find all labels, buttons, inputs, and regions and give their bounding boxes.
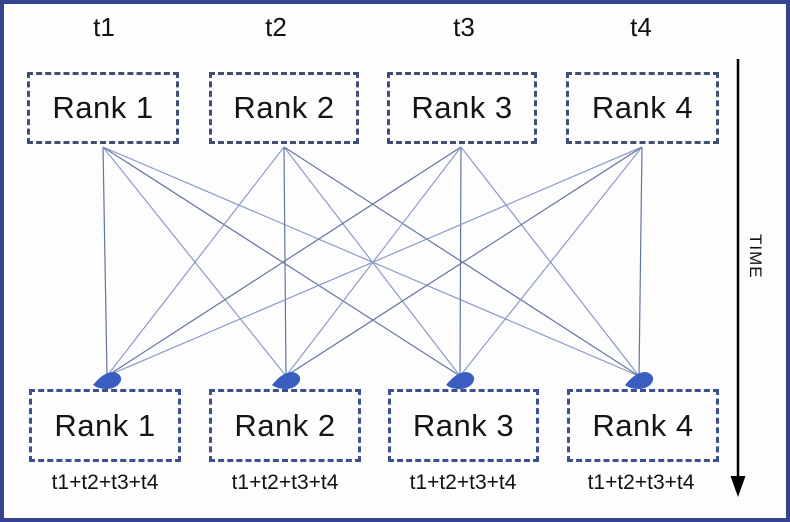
- sum-label: t1+t2+t3+t4: [231, 471, 339, 494]
- rank-box-top: Rank 3: [387, 72, 537, 144]
- edge-line: [102, 146, 108, 377]
- edge-line: [285, 146, 643, 377]
- edge-line: [638, 146, 643, 377]
- edge-line: [102, 146, 640, 377]
- arrowhead-blob-icon: [625, 372, 654, 389]
- edge-line: [283, 146, 640, 377]
- edge-line: [283, 146, 287, 377]
- rank-box-label: Rank 4: [592, 407, 694, 443]
- rank-box-bottom: Rank 3: [388, 389, 539, 462]
- arrowhead-blob-icon: [93, 372, 122, 389]
- edge-line: [102, 146, 287, 377]
- sum-label: t1+t2+t3+t4: [51, 471, 159, 494]
- arrowhead-blob-icon: [272, 372, 301, 389]
- edge-line: [283, 146, 461, 377]
- down-arrow-icon: [730, 476, 746, 497]
- time-step-label: t4: [630, 12, 652, 42]
- edge-line: [106, 146, 462, 377]
- sum-label: t1+t2+t3+t4: [409, 471, 517, 494]
- edge-line: [459, 146, 643, 377]
- rank-box-label: Rank 4: [591, 90, 694, 125]
- rank-box-bottom: Rank 1: [29, 389, 181, 462]
- rank-box-label: Rank 2: [233, 90, 335, 125]
- rank-box-label: Rank 3: [412, 407, 515, 443]
- edge-group: [102, 146, 643, 377]
- time-step-label: t1: [93, 12, 115, 42]
- rank-box-top: Rank 4: [566, 72, 719, 144]
- rank-box-label: Rank 1: [54, 407, 156, 443]
- edge-line: [106, 146, 285, 377]
- time-axis-label: TIME: [746, 234, 765, 279]
- time-step-label: t3: [453, 12, 475, 42]
- sum-label: t1+t2+t3+t4: [587, 471, 695, 494]
- time-axis: [730, 59, 746, 497]
- edge-line: [460, 146, 640, 377]
- edge-line: [102, 146, 461, 377]
- arrowhead-blob-icon: [446, 372, 475, 389]
- rank-box-bottom: Rank 4: [567, 389, 719, 462]
- edge-line: [106, 146, 643, 377]
- rank-box-top: Rank 1: [27, 72, 179, 144]
- rank-box-label: Rank 1: [52, 90, 154, 125]
- rank-box-top: Rank 2: [209, 72, 359, 144]
- edge-line: [459, 146, 462, 377]
- edge-line: [285, 146, 462, 377]
- arrow-blob-group: [93, 372, 654, 389]
- rank-box-label: Rank 3: [411, 90, 513, 125]
- time-step-label: t2: [265, 12, 287, 42]
- rank-box-label: Rank 2: [234, 407, 336, 443]
- rank-box-bottom: Rank 2: [209, 389, 361, 462]
